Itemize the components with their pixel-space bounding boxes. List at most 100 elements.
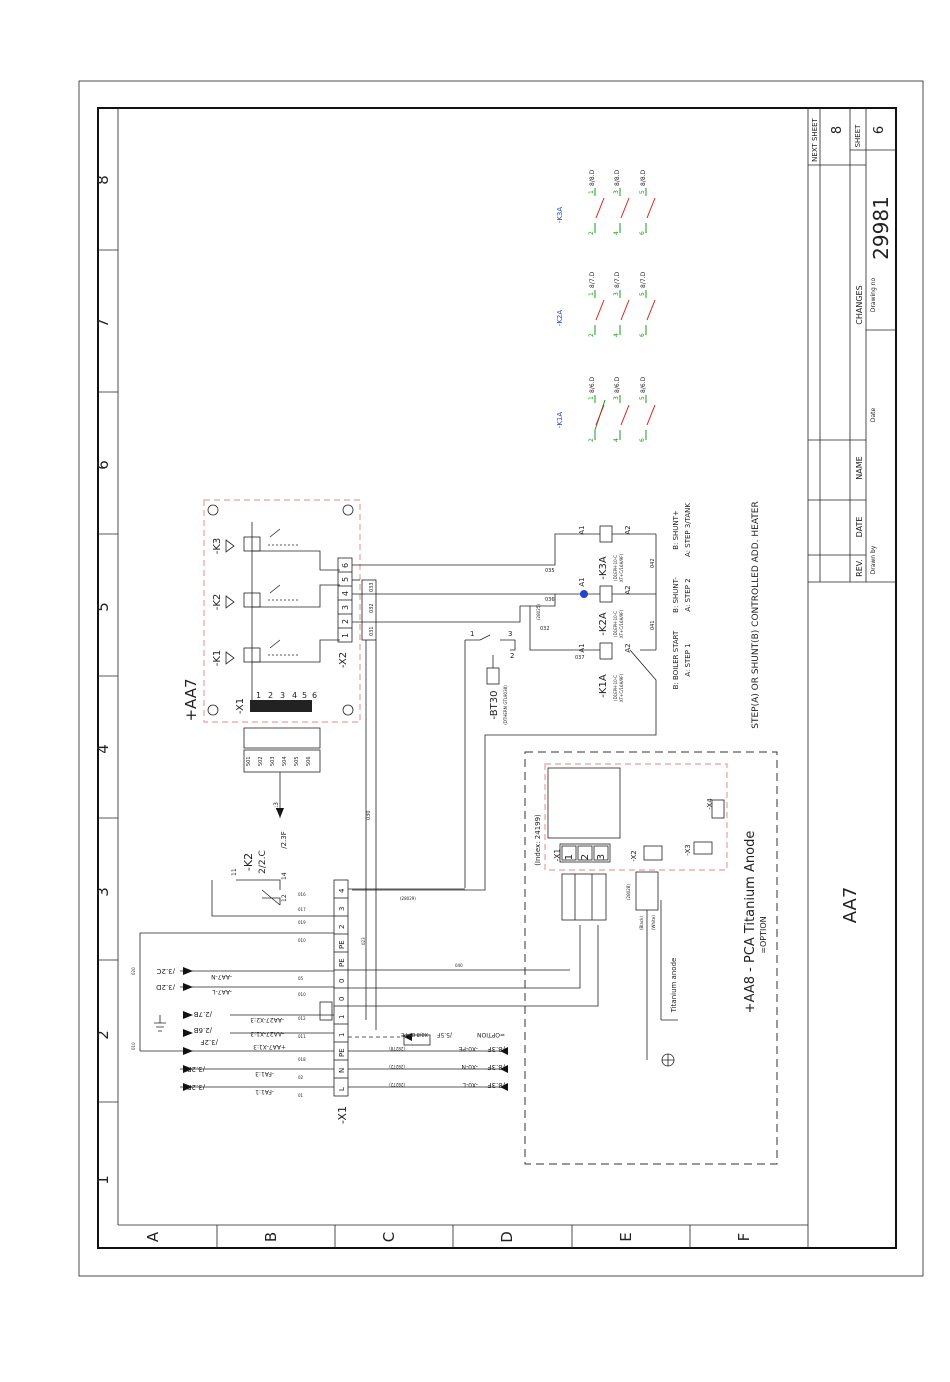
x1-wire: 040 bbox=[455, 963, 463, 968]
grid-num-3: 3 bbox=[94, 887, 112, 897]
relay-k3-label: -K3 bbox=[212, 538, 223, 555]
left-ref-label: /3.2D bbox=[156, 983, 175, 991]
wire-label: 037 bbox=[575, 655, 585, 661]
x1-cell: N bbox=[338, 1068, 346, 1073]
board-aa7: +AA7 -X1 1 2 3 4 5 6 501 502 503 504 505… bbox=[182, 499, 377, 800]
k3a-name: -K3A bbox=[598, 556, 609, 580]
terminal-number: 505 bbox=[294, 756, 300, 766]
k2a-a1: A1 bbox=[578, 577, 586, 586]
label-next-sheet: NEXT SHEET bbox=[811, 117, 819, 161]
aa7-x2-label: -X2 bbox=[338, 652, 349, 668]
k2-arrow-ref: /2.3F bbox=[280, 831, 288, 849]
k2a-type2: XT+C/16A/9F) bbox=[619, 609, 624, 638]
x1-pin: 3 bbox=[280, 691, 285, 700]
aa8-subtitle: =OPTION bbox=[759, 916, 768, 953]
right-ref-label: /8.3F bbox=[487, 1045, 505, 1053]
x1-cell: 0 bbox=[338, 997, 346, 1001]
k1a-ref: 8/6.D bbox=[614, 376, 621, 393]
grid-num-6: 6 bbox=[94, 460, 112, 470]
k2a-c: 5 bbox=[639, 292, 646, 296]
aa8-x4-label: -X4 bbox=[706, 798, 714, 810]
k1a-caption-a: A: STEP 1 bbox=[684, 643, 692, 676]
k1a-name: -K1A bbox=[598, 674, 609, 698]
k3a-caption-a: A: STEP 3/TANK bbox=[684, 503, 692, 557]
right-ref-code: (28272) bbox=[389, 1064, 405, 1069]
bt30-sub: (DTHERM GTL9038) bbox=[503, 685, 508, 725]
x1-cell: 1 bbox=[338, 1015, 346, 1019]
drawing-frame bbox=[97, 107, 897, 1249]
x1-strip-label: -X1 bbox=[336, 1106, 349, 1124]
grid-letter-f: F bbox=[735, 1233, 753, 1242]
k1a-type2: XT+C/16A/9F) bbox=[619, 673, 624, 702]
grid-letter-b: B bbox=[262, 1232, 280, 1242]
right-ref-label: /8.3F bbox=[487, 1081, 505, 1089]
k1a-caption-b: B: BOILER START bbox=[672, 630, 680, 689]
k2a-c: 1 bbox=[588, 292, 595, 296]
x1-cell: PE bbox=[338, 1048, 346, 1057]
grid-letter-d: D bbox=[498, 1231, 516, 1243]
relay-k2-label: -K2 bbox=[212, 594, 223, 611]
aa7-name: +AA7 bbox=[182, 678, 200, 721]
terminal-number: 506 bbox=[306, 756, 312, 766]
x1-cell: PE bbox=[338, 940, 346, 949]
drawing-number: 29981 bbox=[869, 196, 893, 260]
sensor-bt30: 1 2 3 -BT30 (DTHERM GTL9038) (28025) bbox=[465, 604, 541, 725]
k1a-a1: A1 bbox=[578, 643, 586, 652]
x2-pin: 6 bbox=[341, 563, 350, 568]
k2-ref-pin: 11 bbox=[231, 868, 238, 876]
control-wiring: 035 036 037 032 030 bbox=[352, 533, 657, 1030]
aa7-terminal-block bbox=[243, 727, 321, 749]
aa8-x1-label: -X1 bbox=[553, 848, 562, 861]
k2a-name: -K2A bbox=[598, 612, 609, 636]
aa8-anode-label: Titanium anode bbox=[670, 958, 678, 1014]
x1-cell: 0 bbox=[338, 979, 346, 983]
terminal-number: 501 bbox=[246, 756, 252, 766]
k1a-c: 2 bbox=[588, 438, 595, 442]
k3a-c: 2 bbox=[588, 231, 595, 235]
x2-wire: 032 bbox=[369, 603, 375, 613]
k1a-a2: A2 bbox=[624, 643, 632, 652]
k3a-c: 3 bbox=[613, 190, 620, 194]
left-ref-wire: +AA7-X1:3 bbox=[253, 1043, 286, 1050]
sheet-title: AA7 bbox=[840, 887, 861, 924]
page-border bbox=[78, 80, 924, 1277]
k2a-c: 4 bbox=[613, 333, 620, 337]
left-ref-wire: -FA1:1 bbox=[255, 1088, 274, 1095]
x2-wire: 033 bbox=[369, 582, 375, 592]
left-ref-label: /3.2F bbox=[187, 1065, 205, 1073]
x2-pin: 4 bbox=[341, 591, 350, 596]
k1a-ref: 8/6.D bbox=[589, 376, 596, 393]
k3a-ref: 8/8.D bbox=[589, 169, 596, 186]
label-name: NAME bbox=[855, 456, 864, 479]
x1-wire: 010 bbox=[298, 992, 306, 997]
grid-letter-a: A bbox=[144, 1231, 162, 1242]
x1-pin: 4 bbox=[292, 691, 297, 700]
k1a-c: 4 bbox=[613, 438, 620, 442]
k1a-type: (D1EPH-10-C bbox=[613, 675, 618, 701]
left-references: /3.2F -FA1:1 /3.2F -FA1:3 /3.2F +AA7-X1:… bbox=[156, 967, 286, 1095]
k1a-c: 6 bbox=[639, 438, 646, 442]
x1-pin: 2 bbox=[268, 691, 273, 700]
aa8-cable-code: (28028) bbox=[626, 884, 631, 900]
aa8-x1-pin: 2 bbox=[580, 854, 591, 860]
k3a-type2: XT+C/16A/9F) bbox=[619, 553, 624, 582]
k1a-wire: 041 bbox=[650, 620, 656, 630]
grid-num-5: 5 bbox=[94, 602, 112, 612]
x1-wire: 017 bbox=[298, 907, 306, 912]
k3a-c: 5 bbox=[639, 190, 646, 194]
contactor-k3a: A1 A2 -K3A (D1EPH-10-C XT+C/16A/9F) 042 … bbox=[578, 503, 692, 583]
k1a-c: 1 bbox=[588, 396, 595, 400]
x2-pin: 3 bbox=[341, 605, 350, 610]
label-date: Date bbox=[870, 408, 877, 423]
ref-k2a: -K2A bbox=[556, 310, 564, 327]
x1-wire: 018 bbox=[298, 1057, 306, 1062]
ref-k1a: -K1A bbox=[556, 412, 564, 429]
x1-pin: 1 bbox=[256, 691, 261, 700]
x1-wire: 016 bbox=[298, 892, 306, 897]
contact-refs: -K1A -K2A -K3A 2 1 8/6.D 4 3 8/6.D 6 5 8… bbox=[556, 169, 656, 442]
aa8-wire-b: (White) bbox=[651, 915, 656, 930]
right-references: /8.3F -X0-L (28272) /8.3F -X0-N (28272) … bbox=[389, 1031, 508, 1091]
wire-code: (28029) bbox=[400, 896, 416, 901]
step-caption: STEP(A) OR SHUNT(B) CONTROLLED ADD. HEAT… bbox=[751, 501, 761, 728]
